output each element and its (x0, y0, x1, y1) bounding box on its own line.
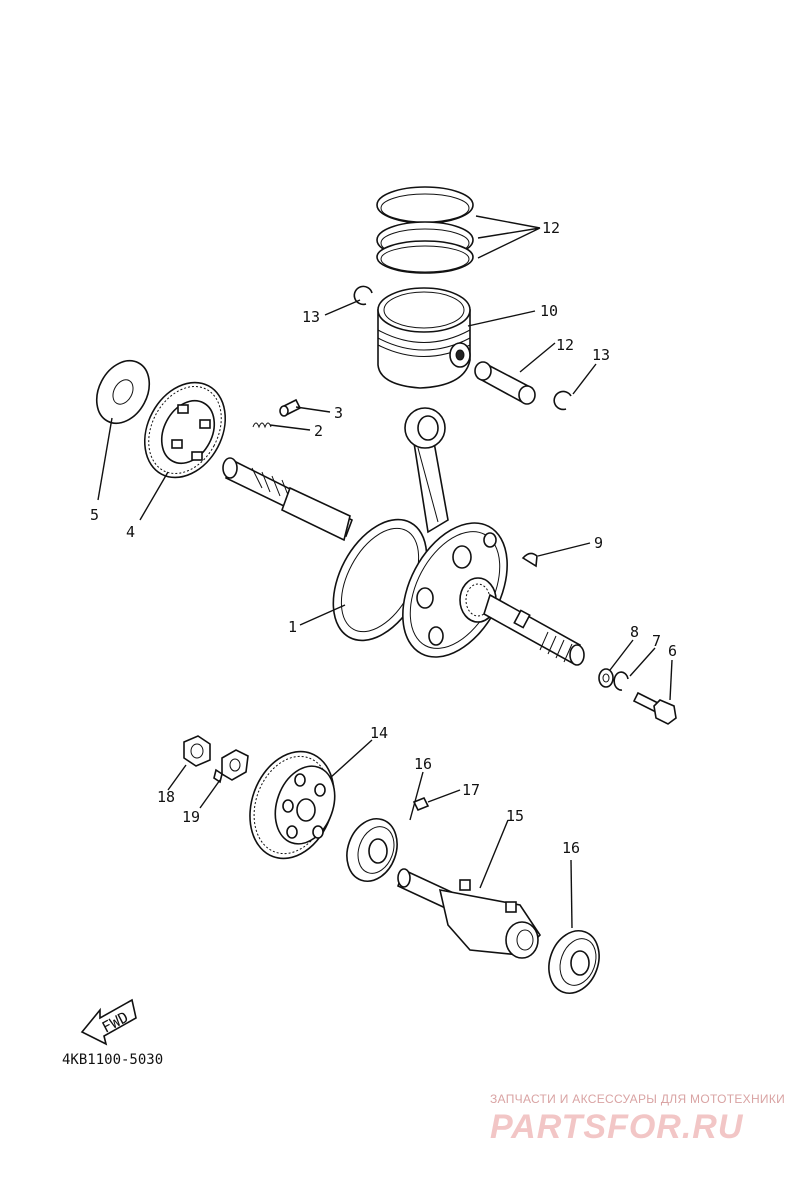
bolt (632, 691, 677, 725)
plunger-pin (279, 398, 302, 417)
callout-8: 8 (630, 623, 639, 641)
callout-1: 1 (288, 618, 297, 636)
one-way-clutch-gear (143, 381, 227, 479)
callout-12: 12 (556, 336, 574, 354)
watermark-subtitle: ЗАПЧАСТИ И АКСЕССУАРЫ ДЛЯ МОТОТЕХНИКИ (490, 1092, 785, 1106)
watermark: ЗАПЧАСТИ И АКСЕССУАРЫ ДЛЯ МОТОТЕХНИКИ PA… (490, 1092, 785, 1146)
spring (252, 422, 272, 429)
bearing-right (548, 930, 600, 994)
callout-4: 4 (126, 523, 135, 541)
nut (183, 735, 211, 767)
callout-3: 3 (334, 404, 343, 422)
piston-pin (474, 361, 536, 405)
washer-8-hole (602, 673, 610, 683)
watermark-brand: PARTSFOR.RU (490, 1108, 744, 1146)
callout-2: 2 (314, 422, 323, 440)
callout-15: 15 (506, 807, 524, 825)
callout-5: 5 (90, 506, 99, 524)
callout-numbers: 12 10 13 12 13 3 2 5 4 9 1 8 7 6 14 16 1… (90, 219, 677, 857)
callout-13: 13 (592, 346, 610, 364)
balancer-shaft (396, 868, 542, 959)
callout-16: 16 (562, 839, 580, 857)
callout-19: 19 (182, 808, 200, 826)
piston-rings (376, 186, 474, 274)
crankshaft (222, 407, 585, 666)
washer-8 (598, 668, 614, 688)
bearing-left (346, 818, 398, 882)
callout-13: 13 (302, 308, 320, 326)
circlip-right (553, 390, 572, 411)
washer-7 (613, 671, 629, 691)
piston (377, 287, 471, 389)
callout-14: 14 (370, 724, 388, 742)
lock-washer (213, 749, 249, 784)
callout-6: 6 (668, 642, 677, 660)
forward-direction-arrow: FWD (80, 998, 137, 1046)
diagram-code: 4KB1100-5030 (62, 1052, 163, 1068)
callout-17: 17 (462, 781, 480, 799)
callout-10: 10 (540, 302, 558, 320)
callout-18: 18 (157, 788, 175, 806)
callout-9: 9 (594, 534, 603, 552)
callout-7: 7 (652, 632, 661, 650)
key (412, 796, 430, 812)
callout-16: 16 (414, 755, 432, 773)
balancer-drive-gear (249, 750, 336, 860)
woodruff-key (521, 552, 538, 568)
leader-lines (97, 215, 673, 929)
callout-11: 12 (542, 219, 560, 237)
thrust-washer (95, 359, 151, 425)
